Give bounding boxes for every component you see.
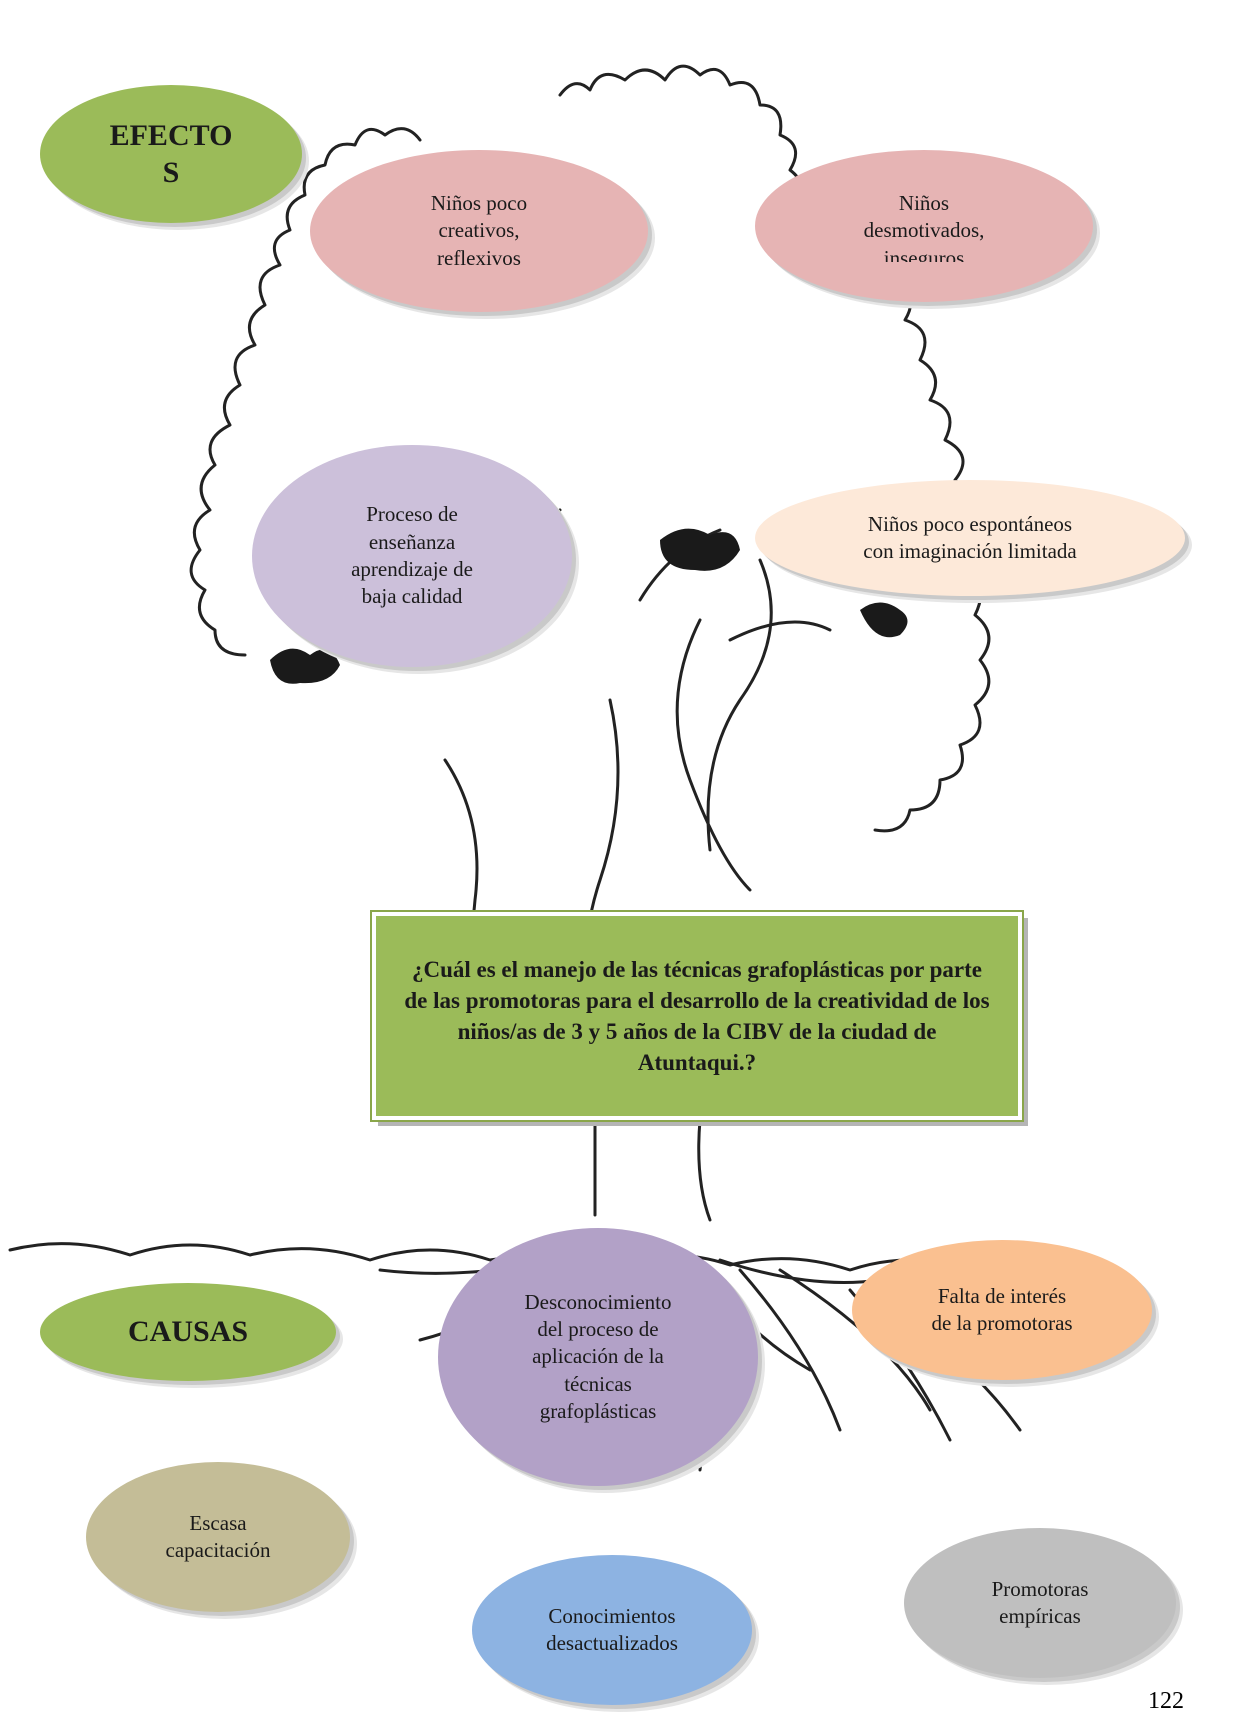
cause-oval: Conocimientos desactualizados: [472, 1555, 752, 1705]
effect-oval: Niños desmotivados, inseguros: [755, 150, 1093, 302]
page-number: 122: [1148, 1688, 1184, 1714]
cause-oval: Falta de interés de la promotoras: [852, 1240, 1152, 1380]
foliage-blotch: [270, 648, 340, 684]
cause-oval: Promotoras empíricas: [904, 1528, 1176, 1678]
effect-oval: Niños poco creativos, reflexivos: [310, 150, 648, 312]
effects-label: EFECTO S: [40, 85, 302, 223]
problem-statement-box: ¿Cuál es el manejo de las técnicas grafo…: [370, 910, 1024, 1122]
effect-oval: Niños poco espontáneos con imaginación l…: [755, 480, 1185, 596]
cause-oval: Desconocimiento del proceso de aplicació…: [438, 1228, 758, 1486]
cause-oval: Escasa capacitación: [86, 1462, 350, 1612]
foliage-blotch: [660, 528, 740, 571]
causes-label: CAUSAS: [40, 1283, 336, 1381]
effect-oval: Proceso de enseñanza aprendizaje de baja…: [252, 445, 572, 667]
root-trunk: [593, 1118, 712, 1222]
foliage-blotch: [860, 602, 908, 638]
